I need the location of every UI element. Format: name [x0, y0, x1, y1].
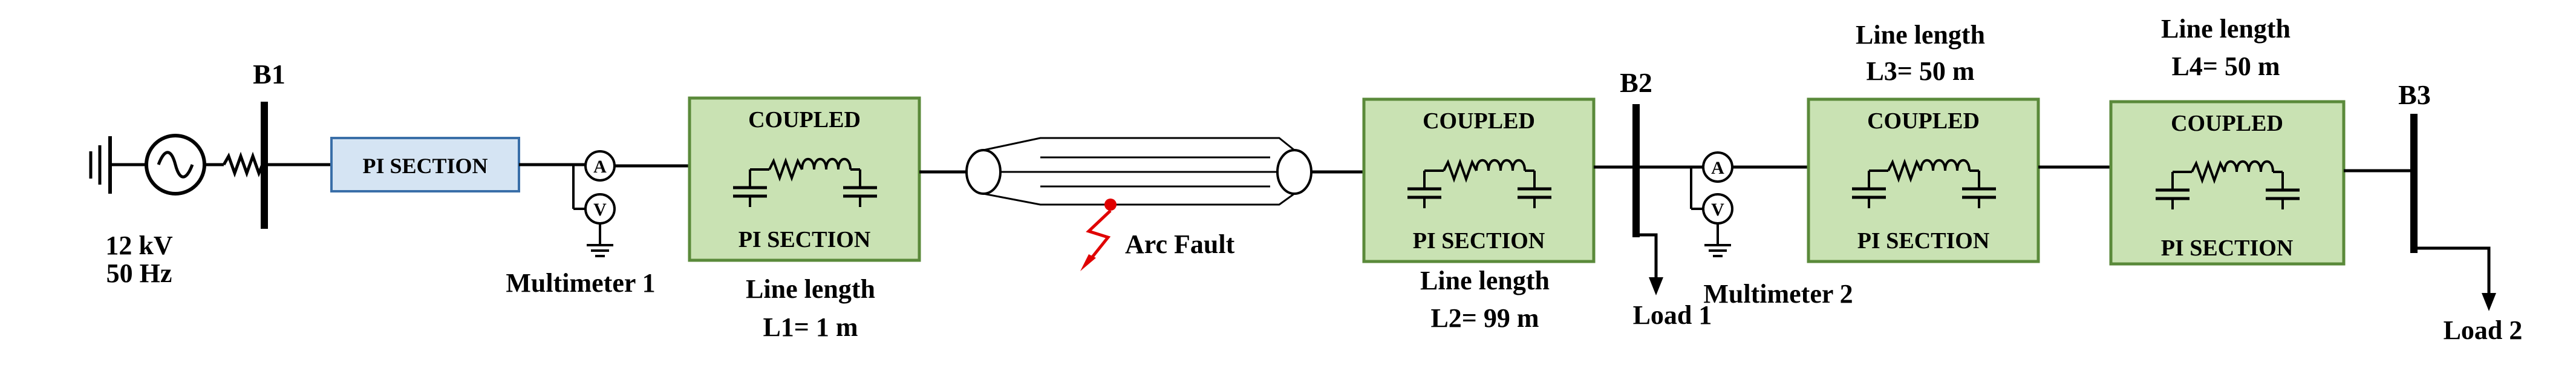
coupled-block-1 [688, 96, 921, 262]
load-1-label: Load 1 [1633, 300, 1712, 330]
line-length-1-value: L1= 1 m [763, 312, 858, 342]
coupled-pi-section-3: Line length L3= 50 m COUPLED PI SECTION [1807, 20, 2040, 263]
line-length-4-caption: Line length [2161, 14, 2291, 44]
coupled-1-top: COUPLED [748, 107, 861, 133]
coupled-2-bottom: PI SECTION [1413, 228, 1545, 254]
coupled-3-bottom: PI SECTION [1857, 228, 1990, 254]
load-2-label: Load 2 [2444, 315, 2523, 345]
coupled-1-bottom: PI SECTION [739, 227, 871, 252]
coupled-pi-section-4: Line length L4= 50 m COUPLED PI SECTION [2109, 14, 2346, 266]
load-2-arrow-icon [2482, 293, 2496, 311]
line-length-2-value: L2= 99 m [1430, 303, 1539, 333]
multimeter-2: A V Multimeter 2 [1690, 151, 1853, 309]
voltmeter-1-symbol: V [593, 200, 607, 220]
load-1: Load 1 [1633, 233, 1712, 330]
line-length-4-value: L4= 50 m [2171, 51, 2280, 81]
arc-fault-label: Arc Fault [1125, 229, 1235, 259]
fault-point-icon [1104, 199, 1117, 211]
bus-b3 [2410, 114, 2418, 253]
multimeter-1-label: Multimeter 1 [506, 268, 655, 298]
coupled-4-top: COUPLED [2171, 111, 2283, 136]
cable-end-left-icon [965, 149, 1002, 195]
coupled-block-2 [1362, 97, 1596, 263]
source-frequency: 50 Hz [106, 258, 172, 288]
cable-segment [919, 137, 1364, 206]
multimeter-1: A V Multimeter 1 [506, 150, 690, 298]
bus-b1 [261, 102, 268, 229]
ammeter-1-symbol: A [593, 157, 607, 177]
coupled-block-4 [2109, 100, 2346, 266]
bus-b3-label: B3 [2398, 79, 2431, 110]
coupled-pi-section-2: COUPLED PI SECTION Line length L2= 99 m [1362, 97, 1596, 333]
coupled-4-bottom: PI SECTION [2161, 235, 2294, 261]
sine-wave-icon [157, 151, 194, 179]
line-length-3-caption: Line length [1856, 20, 1985, 50]
pi-section-label: PI SECTION [362, 154, 487, 178]
ammeter-2-symbol: A [1711, 158, 1724, 178]
source-voltage: 12 kV [105, 231, 172, 260]
bus-b2-label: B2 [1620, 67, 1652, 98]
load-2: Load 2 [2418, 246, 2523, 345]
line-length-2-caption: Line length [1420, 266, 1550, 295]
pi-network-4-icon [2156, 160, 2300, 209]
multimeter-2-label: Multimeter 2 [1703, 279, 1853, 309]
ac-source: 12 kV 50 Hz [89, 134, 268, 288]
coupled-block-3 [1807, 97, 2040, 263]
bus-b1-label: B1 [253, 59, 285, 90]
pi-network-3-icon [1852, 159, 1996, 208]
cable-end-right-icon [1276, 149, 1312, 195]
coupled-pi-section-1: COUPLED PI SECTION Line length L1= 1 m [688, 96, 921, 342]
pi-network-2-icon [1407, 159, 1551, 208]
pi-network-1-icon [733, 157, 877, 207]
pi-section-block [330, 137, 520, 192]
line-length-1-caption: Line length [746, 274, 875, 304]
line-length-3-value: L3= 50 m [1866, 56, 1974, 86]
coupled-2-top: COUPLED [1423, 108, 1535, 134]
lightning-icon [1086, 209, 1112, 263]
source-resistor-icon [222, 151, 264, 178]
load-1-arrow-icon [1649, 277, 1663, 295]
coupled-3-top: COUPLED [1867, 108, 1980, 134]
arc-fault: Arc Fault [1080, 199, 1235, 271]
bus-b2 [1632, 104, 1640, 237]
voltmeter-2-symbol: V [1711, 200, 1724, 220]
